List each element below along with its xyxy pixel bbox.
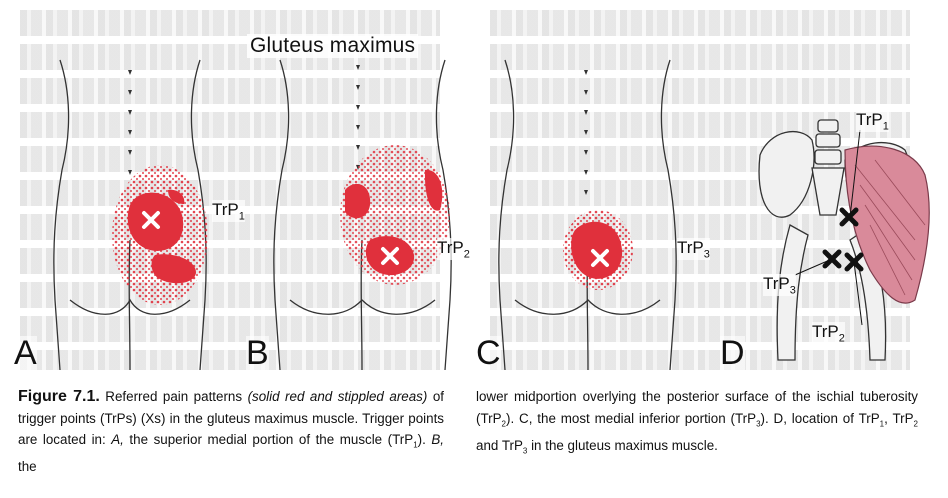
panel-b-letter: B [246,334,269,372]
caption-subscript: 1 [413,440,418,450]
label-sub: 2 [838,332,845,345]
panel-d-trp1-label: TrP1 [856,110,889,133]
caption-italic: (solid red and stippled areas) [247,389,428,404]
label-sub: 2 [463,248,470,261]
caption-text: the superior medial portion of the muscl… [123,432,414,447]
panel-a-spine [128,70,132,175]
label-main: TrP [856,110,883,129]
panel-b-trigger-x [379,245,401,267]
label-sub: 3 [703,248,710,261]
caption-text: ). C, the most medial inferior portion (… [506,410,757,426]
label-sub: 3 [789,284,796,297]
panel-d-leader-lines [794,129,863,326]
caption-subscript: 2 [913,419,918,429]
caption-text: Referred pain patterns [99,389,248,404]
illustration [53,59,930,371]
caption-text: ). [417,432,432,447]
label-main: TrP [812,322,839,341]
caption-text: of trigger points (TrPs) (Xs) in the glu… [18,389,445,447]
panel-c-letter: C [476,334,501,372]
panel-b-referred-pain [340,145,450,285]
label-sub: 1 [238,210,245,223]
caption-subscript: 3 [522,446,528,456]
panel-c-spine [584,70,588,195]
caption-text: lower midportion overlying the posterior… [476,389,918,426]
caption-text: and TrP [476,437,523,453]
caption-text: the [18,459,37,475]
panel-c-trigger-x [589,247,611,269]
label-main: TrP [437,238,464,257]
panel-d-trp2-label: TrP2 [812,322,845,345]
panel-b-body [273,59,452,371]
label-main: TrP [677,238,704,257]
caption-text: ). D, location of TrP [760,410,880,426]
panel-d-muscle [844,145,930,304]
panel-d-trp3-label: TrP3 [763,274,796,297]
caption-left-column: Figure 7.1. Referred pain patterns (soli… [18,386,444,478]
panel-a-referred-pain [112,165,208,305]
figure-number: Figure 7.1. [18,388,100,405]
caption-italic: A, [111,432,124,447]
caption-subscript: 3 [756,419,761,429]
caption-right-column: lower midportion overlying the posterior… [476,386,918,462]
figure: Gluteus maximus TrP1 TrP2 TrP3 TrP1 TrP3… [14,10,930,372]
panel-d-letter: D [720,334,745,372]
caption-subscript: 1 [879,419,885,429]
caption-text: , TrP [884,410,914,426]
panel-a-letter: A [14,334,37,372]
label-main: TrP [212,200,239,219]
label-main: TrP [763,274,790,293]
caption-text: in the gluteus maximus muscle. [527,437,718,453]
panel-a-trigger-x [140,209,162,231]
panel-b-trp-label: TrP2 [437,238,470,261]
caption-subscript: 2 [501,419,506,429]
caption-italic: B, [431,432,444,447]
label-sub: 1 [882,120,889,133]
panel-a-trp-label: TrP1 [212,200,245,223]
figure-title: Gluteus maximus [247,34,419,58]
panel-c-trp-label: TrP3 [677,238,710,261]
